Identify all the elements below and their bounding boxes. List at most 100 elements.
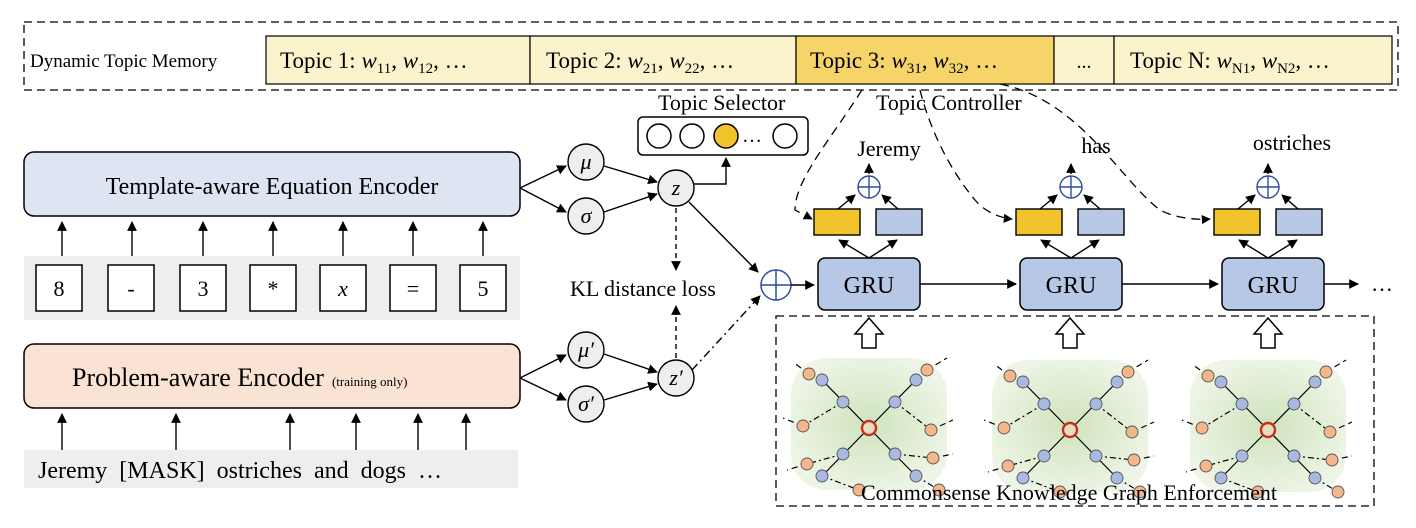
mu-prime-label: μ′ xyxy=(577,337,595,362)
problem-band xyxy=(24,450,518,488)
kg-node xyxy=(1319,365,1333,379)
kg-node xyxy=(1133,485,1147,499)
kg-node xyxy=(1308,471,1322,485)
problem-encoder: Problem-aware Encoder(training only) xyxy=(23,343,521,409)
token-box-6 xyxy=(389,264,437,312)
dynamic-topic-memory: Dynamic Topic Memory Topic 1: w11, w12, … xyxy=(23,21,1399,91)
kg-node xyxy=(1121,365,1135,379)
sigma-prime-node xyxy=(567,385,605,423)
kg-node xyxy=(802,367,816,381)
kg-node xyxy=(1001,459,1015,473)
token-box-3 xyxy=(179,264,227,312)
gru-label-2: GRU xyxy=(1046,273,1097,299)
topic-gate-1 xyxy=(813,208,861,236)
kg-center-node xyxy=(1259,421,1277,439)
decoder-trailing-ellipsis: … xyxy=(1371,271,1393,296)
hidden-gate-2 xyxy=(1077,208,1125,236)
token-box-7 xyxy=(459,264,507,312)
kg-node xyxy=(1214,471,1228,485)
topic-selector-label: Topic Selector xyxy=(658,90,786,115)
kg-node xyxy=(932,483,946,497)
selector-dot-2 xyxy=(679,123,705,149)
mu-prime-node xyxy=(567,331,605,369)
sigma-label: σ xyxy=(581,203,593,228)
kg-node xyxy=(1287,397,1301,411)
kg-node xyxy=(800,457,814,471)
kg-input-arrow xyxy=(1054,316,1086,349)
token-6: = xyxy=(407,276,419,301)
kg-node xyxy=(1037,449,1051,463)
output-plus-icon-1 xyxy=(857,175,881,199)
hidden-gate-3 xyxy=(1275,208,1323,236)
token-7: 5 xyxy=(478,276,489,301)
knowledge-graph-2 xyxy=(983,316,1155,499)
kg-node xyxy=(1125,425,1139,439)
topic-gate-3 xyxy=(1213,208,1261,236)
token-box-2 xyxy=(107,264,155,312)
token-5: x xyxy=(337,276,348,301)
kg-dashed-border xyxy=(775,315,1375,507)
kg-edge xyxy=(1220,477,1259,493)
kg-node xyxy=(1235,449,1249,463)
kg-node xyxy=(909,373,923,387)
topic-gate-2 xyxy=(1015,208,1063,236)
topic-cell-3 xyxy=(795,35,1055,85)
latent-labels: μ σ z μ′ σ′ z′ xyxy=(577,149,684,416)
topic-controller-links xyxy=(794,83,1211,225)
kg-node xyxy=(1110,471,1124,485)
kg-node xyxy=(1089,397,1103,411)
token-3: 3 xyxy=(198,276,209,301)
decoder-step-2: GRU has xyxy=(1015,133,1125,311)
z-label: z xyxy=(671,175,681,200)
equation-tokens: 8 - 3 * x = 5 xyxy=(35,264,507,312)
kg-node xyxy=(1016,471,1030,485)
topic-3-text: Topic 3: w31, w32, … xyxy=(810,48,998,77)
decoder-step-1: GRU Jeremy xyxy=(813,136,923,311)
template-encoder: Template-aware Equation Encoder xyxy=(23,151,521,217)
kg-node xyxy=(1331,485,1345,499)
kg-node xyxy=(796,419,810,433)
problem-arrows xyxy=(57,413,471,450)
z-node xyxy=(657,169,695,207)
kg-node xyxy=(1089,449,1103,463)
topic-cell-2 xyxy=(529,35,797,85)
kg-node xyxy=(836,447,850,461)
latent-circles xyxy=(567,143,695,423)
kg-node xyxy=(1195,421,1209,435)
topic-cell-1 xyxy=(265,35,531,85)
topic-1-text: Topic 1: w11, w12, … xyxy=(280,48,468,77)
kg-node xyxy=(997,421,1011,435)
kl-loss-label: KL distance loss xyxy=(570,276,716,301)
kg-node xyxy=(888,395,902,409)
kg-edge xyxy=(1095,403,1133,433)
kg-node xyxy=(815,469,829,483)
memory-label: Dynamic Topic Memory xyxy=(30,51,218,72)
mu-label: μ xyxy=(579,149,591,174)
problem-encoder-label: Problem-aware Encoder(training only) xyxy=(72,363,407,392)
token-2: - xyxy=(127,276,134,301)
knowledge-graph-1 xyxy=(782,316,954,497)
kg-center-node xyxy=(1061,421,1079,439)
sigma-node xyxy=(567,197,605,235)
template-encoder-label: Template-aware Equation Encoder xyxy=(106,174,439,200)
z-prime-node xyxy=(657,359,695,397)
kg-node xyxy=(1110,375,1124,389)
selector-dot-last xyxy=(772,123,798,149)
kg-node xyxy=(1199,459,1213,473)
topic-cell-ellipsis xyxy=(1053,35,1115,85)
kg-edge xyxy=(1293,403,1331,433)
gru-label-3: GRU xyxy=(1248,273,1299,299)
kg-edge xyxy=(1201,403,1243,429)
sigma-prime-label: σ′ xyxy=(578,391,595,416)
kg-node xyxy=(1251,485,1265,499)
kg-node xyxy=(1053,485,1067,499)
token-box-5 xyxy=(319,264,367,312)
output-word-2: has xyxy=(1081,133,1110,158)
decoder-step-3: GRU ostriches xyxy=(1213,130,1331,311)
selector-dot-selected xyxy=(713,123,739,149)
kg-edge xyxy=(1003,403,1045,429)
kg-node xyxy=(1323,425,1337,439)
output-word-3: ostriches xyxy=(1253,130,1331,155)
kg-node xyxy=(852,483,866,497)
kg-node xyxy=(1127,453,1141,467)
